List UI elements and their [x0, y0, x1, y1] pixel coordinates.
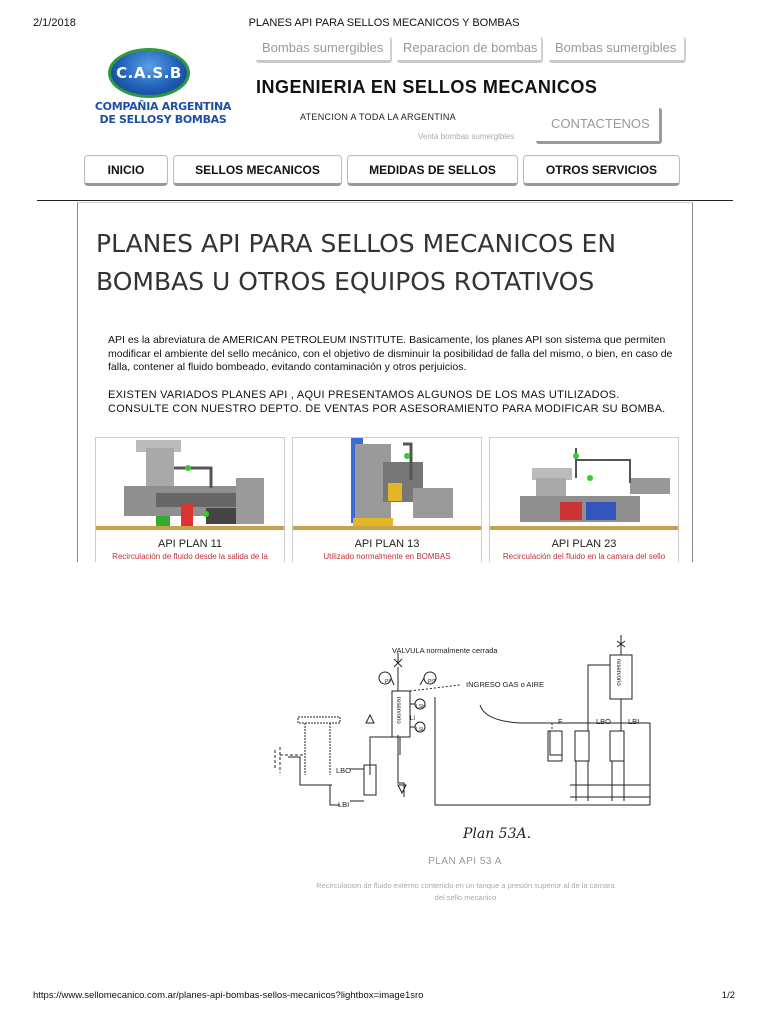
- logo-line-2: DE SELLOSY BOMBAS: [99, 113, 227, 126]
- intro-paragraph: API es la abreviatura de AMERICAN PETROL…: [108, 334, 673, 373]
- pump-diagram-icon: [96, 440, 284, 530]
- plan-53a-diagram: VALVULA normalmente cerrada INGRESO GAS …: [274, 635, 651, 809]
- label-lsh: LSH: [416, 704, 426, 710]
- thumbnail-plan-11[interactable]: API PLAN 11 Recirculación de fluido desd…: [95, 437, 285, 562]
- label-lbi-left: LBI: [338, 800, 349, 809]
- label-lbo-right: LBO: [596, 717, 611, 726]
- thumbnail-plan-23[interactable]: API PLAN 23 Recirculación del fluido en …: [489, 437, 679, 562]
- page-headline: PLANES API PARA SELLOS MECANICOS EN BOMB…: [96, 229, 617, 296]
- print-page-title: PLANES API PARA SELLOS MECANICOS Y BOMBA…: [248, 17, 520, 29]
- top-link-bombas-sumergibles-2[interactable]: Bombas sumergibles: [549, 37, 686, 63]
- thumbnail-caption: API PLAN 23: [551, 538, 617, 550]
- thumbnail-plan-13[interactable]: API PLAN 13 Utilizado normalmente en BOM…: [292, 437, 482, 562]
- logo-mark: C.A.S.B: [116, 64, 182, 82]
- plan-description: Recirculacion de fluido externo contenid…: [316, 881, 615, 902]
- thumbnail-caption: API PLAN 11: [158, 538, 222, 550]
- nav-inicio[interactable]: INICIO: [84, 155, 168, 186]
- label-f: F: [558, 717, 563, 726]
- top-link-reparacion-bombas[interactable]: Reparacion de bombas: [397, 37, 543, 63]
- label-reservoir-right: reservorio: [615, 659, 621, 686]
- thumbnail-description: Utilizado normalmente en BOMBAS: [323, 552, 451, 561]
- top-link-bombas-sumergibles[interactable]: Bombas sumergibles: [256, 37, 392, 63]
- label-pi: PI: [385, 679, 390, 685]
- print-date: 2/1/2018: [33, 17, 76, 29]
- small-link-venta[interactable]: Venta bombas sumergibles: [418, 132, 515, 141]
- label-lbi-right: LBI: [628, 717, 639, 726]
- label-gas: INGRESO GAS o AIRE: [466, 680, 544, 689]
- logo-oval-icon: C.A.S.B: [108, 48, 190, 98]
- nav-sellos-mecanicos[interactable]: SELLOS MECANICOS: [173, 155, 342, 186]
- thumbnail-caption: API PLAN 13: [354, 538, 420, 550]
- plan-caption: Plan 53A.: [462, 826, 532, 842]
- divider: [37, 200, 733, 201]
- print-footer: https://www.sellomecanico.com.ar/planes-…: [33, 990, 735, 1003]
- site-title: INGENIERIA EN SELLOS MECANICOS: [256, 77, 598, 97]
- plan-label: PLAN API 53 A: [428, 856, 502, 867]
- company-logo[interactable]: C.A.S.B COMPAÑIA ARGENTINA DE SELLOSY BO…: [88, 46, 238, 130]
- attention-text: ATENCION A TODA LA ARGENTINA: [300, 112, 456, 122]
- content-panel: PLANES API PARA SELLOS MECANICOS EN BOMB…: [77, 202, 693, 562]
- contact-button[interactable]: CONTACTENOS: [536, 108, 662, 144]
- thumbnail-description: Recirculación del fluido en la camara de…: [502, 552, 666, 561]
- plans-paragraph: EXISTEN VARIADOS PLANES API , AQUI PRESE…: [108, 389, 666, 415]
- nav-otros-servicios[interactable]: OTROS SERVICIOS: [523, 155, 680, 186]
- logo-line-1: COMPAÑIA ARGENTINA: [94, 100, 232, 113]
- main-nav: INICIO SELLOS MECANICOS MEDIDAS DE SELLO…: [84, 155, 680, 187]
- page-url[interactable]: https://www.sellomecanico.com.ar/planes-…: [33, 990, 424, 1001]
- pump-diagram-icon: [490, 448, 678, 530]
- label-reservoir-left: reservorio: [395, 697, 401, 724]
- page-number: 1/2: [721, 990, 735, 1001]
- thumbnail-description: Recirculación de fluido desde la salida …: [112, 552, 268, 561]
- nav-medidas-de-sellos[interactable]: MEDIDAS DE SELLOS: [347, 155, 518, 186]
- label-pit: PIT: [428, 679, 436, 685]
- label-lbo-left: LBO: [336, 766, 351, 775]
- label-lsl: LSL: [416, 727, 425, 733]
- label-valve: VALVULA normalmente cerrada: [392, 646, 498, 655]
- print-header: 2/1/2018 PLANES API PARA SELLOS MECANICO…: [33, 17, 735, 31]
- pump-diagram-icon: [293, 438, 481, 530]
- label-li: LI: [410, 716, 415, 722]
